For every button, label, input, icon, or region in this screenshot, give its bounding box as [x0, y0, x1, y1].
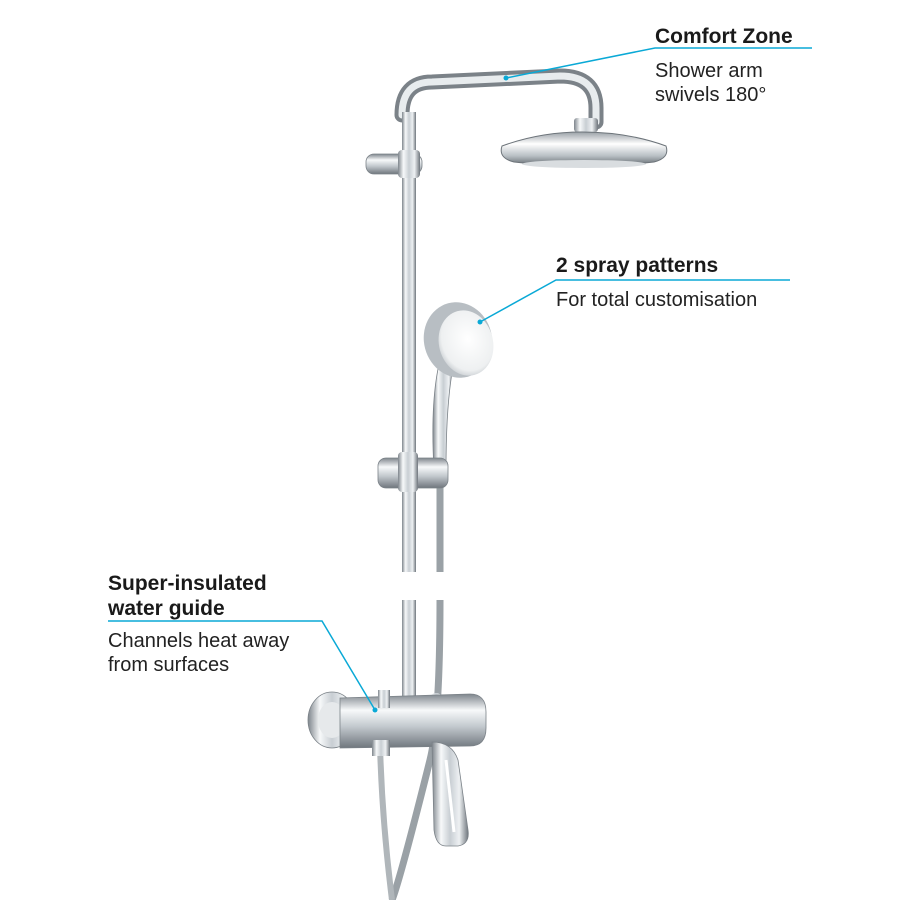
water-guide-leader: [108, 620, 376, 711]
slider-holder: [377, 452, 449, 492]
spray-patterns-body-line-1: For total customisation: [556, 289, 758, 311]
callout-lines: [108, 47, 812, 711]
comfort-zone-callout: Comfort Zone Shower arm swivels 180°: [655, 24, 793, 107]
spray-patterns-leader: [479, 279, 790, 323]
spray-patterns-title: 2 spray patterns: [556, 254, 719, 277]
water-guide-body-line-1: Channels heat away: [108, 630, 290, 652]
comfort-zone-body-line-2: swivels 180°: [655, 84, 767, 106]
head-shower: [500, 118, 668, 168]
comfort-zone-leader: [505, 47, 812, 79]
water-guide-callout: Super-insulated water guide Channels hea…: [108, 571, 289, 677]
comfort-zone-title: Comfort Zone: [655, 25, 793, 48]
water-guide-title-line-1: Super-insulated: [108, 572, 267, 595]
comfort-zone-body-line-1: Shower arm: [655, 60, 763, 82]
water-guide-title-line-2: water guide: [108, 597, 225, 620]
thermostatic-mixer: [307, 690, 487, 847]
upper-bracket: [365, 150, 423, 178]
shower-arm: [394, 68, 604, 130]
hand-shower: [423, 302, 494, 471]
riser-rail: [402, 112, 416, 720]
spray-patterns-callout: 2 spray patterns For total customisation: [556, 253, 757, 312]
water-guide-body-line-2: from surfaces: [108, 654, 230, 676]
callout-dots: [372, 75, 509, 713]
